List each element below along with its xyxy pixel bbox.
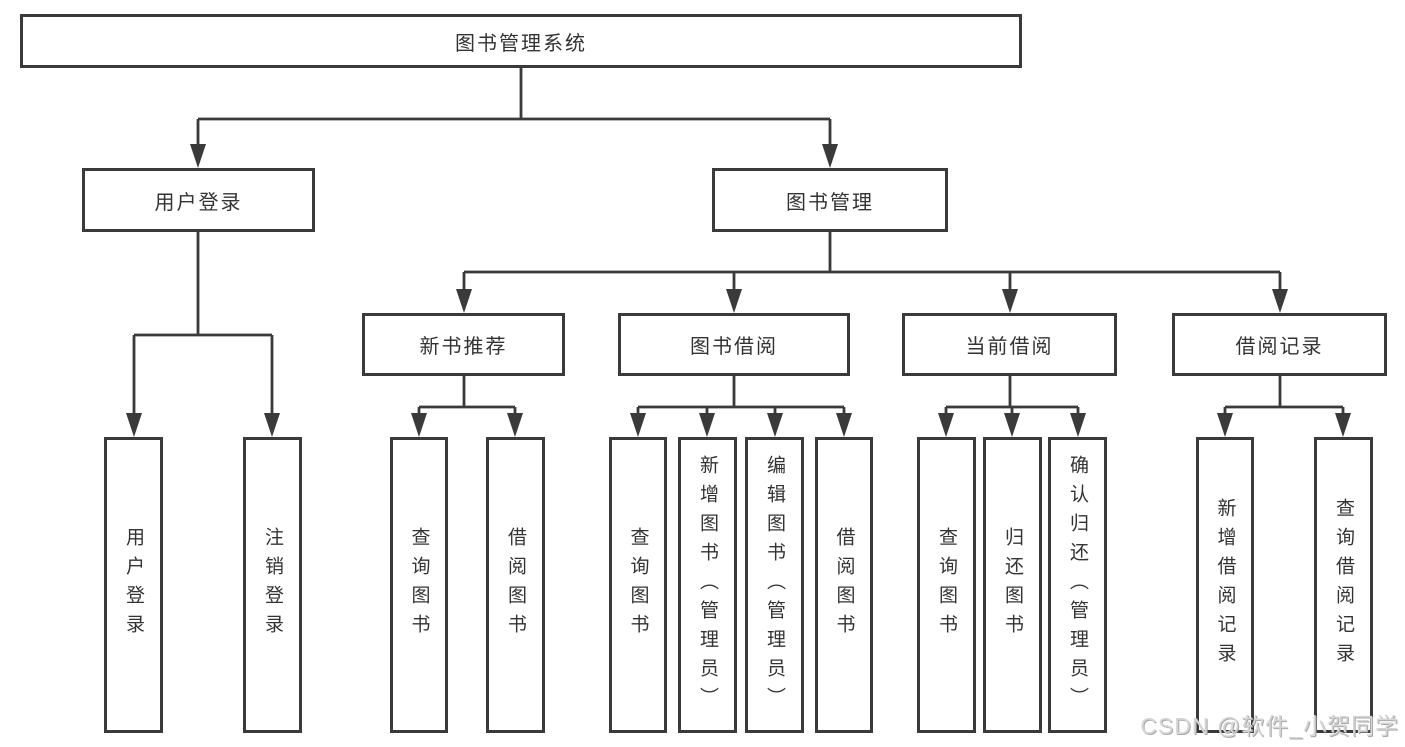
- leaf-add-books-admin: 新增图书（管理员）: [678, 437, 737, 733]
- leaf-logout: 注销登录: [243, 437, 302, 733]
- leaf-query-books-borrow: 查询图书: [609, 437, 667, 733]
- leaf-query-books-recommend: 查询图书: [390, 437, 448, 733]
- leaf-edit-books-admin: 编辑图书（管理员）: [745, 437, 804, 733]
- node-library-management-system: 图书管理系统: [20, 14, 1022, 68]
- leaf-query-borrow-record: 查询借阅记录: [1314, 437, 1373, 733]
- node-book-borrow: 图书借阅: [618, 313, 850, 376]
- leaf-user-login: 用户登录: [104, 437, 163, 733]
- node-book-management: 图书管理: [712, 168, 948, 232]
- leaf-add-borrow-record: 新增借阅记录: [1196, 437, 1254, 733]
- node-user-login: 用户登录: [82, 168, 315, 232]
- leaf-borrow-books-recommend: 借阅图书: [486, 437, 545, 733]
- leaf-borrow-books: 借阅图书: [815, 437, 873, 733]
- leaf-return-books: 归还图书: [983, 437, 1042, 733]
- node-borrow-records: 借阅记录: [1172, 313, 1387, 376]
- node-current-borrow: 当前借阅: [902, 313, 1117, 376]
- leaf-query-books-current: 查询图书: [917, 437, 976, 733]
- csdn-watermark: CSDN @软件_小贺同学: [1140, 713, 1399, 739]
- leaf-confirm-return-admin: 确认归还（管理员）: [1048, 437, 1107, 733]
- node-new-book-recommend: 新书推荐: [362, 313, 565, 376]
